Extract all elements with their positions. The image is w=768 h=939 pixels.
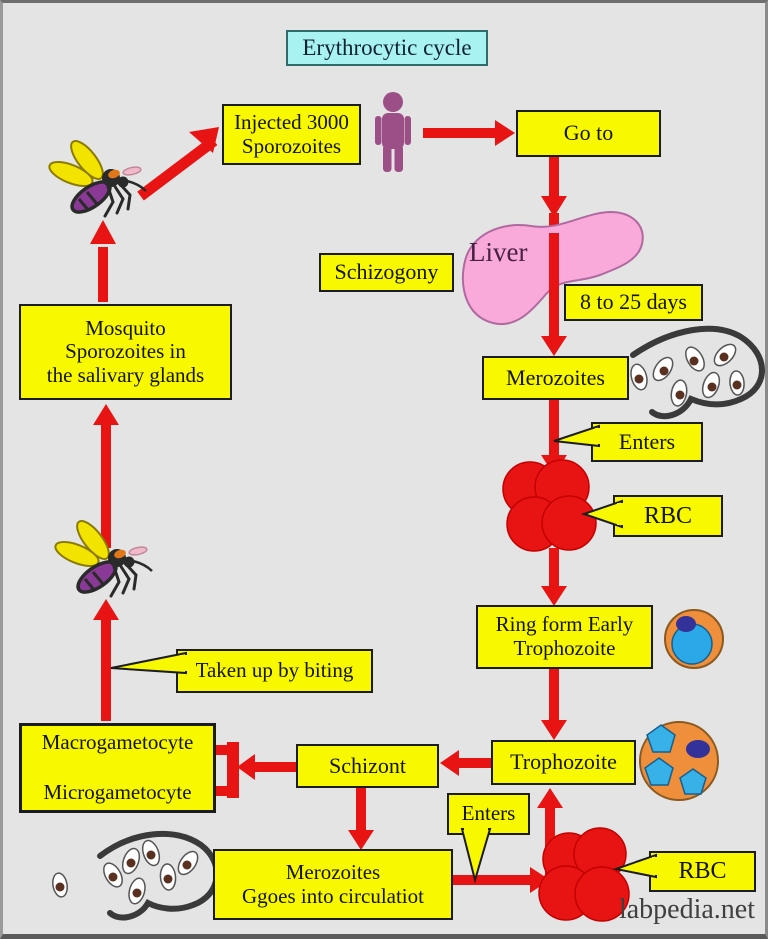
- arrow-human-to-goto-icon: [423, 120, 515, 146]
- human-icon: [375, 92, 411, 172]
- macrogametocyte-label: Macrogametocyte: [41, 730, 194, 754]
- rbc-cluster-top-icon: [502, 459, 597, 552]
- arrow-gametocytes-to-mosquito-icon: [93, 599, 119, 721]
- node-label: Enters: [618, 428, 676, 454]
- merozoite-sac-top-icon: [630, 325, 765, 420]
- title-box: Erythrocytic cycle: [286, 30, 488, 66]
- trophozoite-cell-icon: [639, 721, 719, 801]
- node-label: Merozoites: [285, 859, 381, 884]
- node-label: Enters: [461, 801, 516, 826]
- node-label: Go to: [563, 120, 614, 146]
- node-label: Liver: [469, 237, 528, 267]
- node-8-to-25-days: 8 to 25 days: [564, 284, 703, 321]
- node-label: RBC: [643, 502, 693, 529]
- arrow-schizont-to-circulation-icon: [348, 787, 374, 850]
- liver-label: Liver: [469, 237, 527, 268]
- gametocyte-bracket-icon: [210, 742, 239, 798]
- node-merozoites-circulation: Merozoites Ggoes into circulatiot: [213, 849, 453, 920]
- arrow-schizont-to-gametocytes-icon: [237, 754, 296, 780]
- node-trophozoite: Trophozoite: [491, 740, 636, 785]
- node-goto: Go to: [516, 110, 661, 157]
- node-label: Trophozoite: [513, 636, 616, 660]
- node-label: Merozoites: [506, 364, 605, 390]
- node-label: Schizont: [329, 752, 406, 778]
- pointer-taken-up-icon: [110, 651, 187, 675]
- node-merozoites-liver: Merozoites: [482, 356, 629, 400]
- node-label: Schizogony: [334, 259, 439, 285]
- ring-form-cell-icon: [664, 609, 724, 669]
- node-injected-sporozoites: Injected 3000 Sporozoites: [222, 104, 361, 165]
- merozoite-sac-bottom-icon: [52, 830, 220, 921]
- node-label: Ring form Early: [495, 612, 634, 637]
- arrow-mosquito-to-injected-icon: [137, 127, 219, 201]
- node-mosquito-salivary-glands: Mosquito Sporozoites in the salivary gla…: [19, 304, 232, 400]
- pointer-enters-top-icon: [553, 424, 600, 448]
- callout-rbc-top: RBC: [613, 495, 723, 537]
- node-schizont: Schizont: [296, 744, 439, 788]
- diagram-artwork-layer: [44, 92, 765, 922]
- node-schizogony: Schizogony: [319, 253, 454, 292]
- watermark-text: labpedia.net: [618, 894, 755, 925]
- arrow-ringform-to-trophozoite-icon: [541, 668, 567, 740]
- node-label: Sporozoites: [241, 133, 342, 158]
- node-label: Mosquito: [85, 315, 166, 340]
- node-label: Injected 3000: [234, 109, 349, 134]
- pointer-rbc-bottom-icon: [612, 853, 657, 879]
- node-gametocytes: Macrogametocyte Microgametocyte: [19, 723, 216, 813]
- callout-enters-top: Enters: [591, 422, 703, 462]
- arrow-glands-to-mosquito-icon: [90, 220, 116, 302]
- node-ring-form-early-trophozoite: Ring form Early Trophozoite: [476, 605, 653, 669]
- node-label: RBC: [678, 858, 727, 885]
- rbc-cluster-bottom-icon: [538, 827, 630, 922]
- node-label: the salivary glands: [46, 362, 205, 387]
- arrow-through-liver-icon: [549, 233, 559, 333]
- node-label: Taken up by biting: [195, 658, 354, 683]
- node-label: 8 to 25 days: [580, 289, 687, 315]
- arrow-rbc-to-ringform-icon: [541, 548, 567, 606]
- node-label: Trophozoite: [510, 749, 617, 775]
- callout-rbc-bottom: RBC: [649, 851, 756, 892]
- pointer-enters-bottom-icon: [460, 828, 492, 884]
- arrow-trophozoite-to-schizont-icon: [440, 750, 491, 776]
- node-label: Sporozoites in: [65, 339, 186, 364]
- callout-pointers-layer: [110, 424, 660, 884]
- node-label: Ggoes into circulatiot: [242, 883, 424, 908]
- arrow-circulation-to-rbc-icon: [453, 867, 550, 893]
- watermark: labpedia.net: [619, 894, 755, 926]
- arrow-mosquito-to-glands-icon: [93, 404, 119, 548]
- arrow-goto-to-liver-icon: [541, 156, 567, 217]
- microgametocyte-label: Microgametocyte: [43, 780, 192, 805]
- page-title: Erythrocytic cycle: [302, 35, 472, 60]
- pointer-rbc-top-icon: [580, 499, 623, 529]
- callout-taken-up-by-biting: Taken up by biting: [176, 649, 373, 693]
